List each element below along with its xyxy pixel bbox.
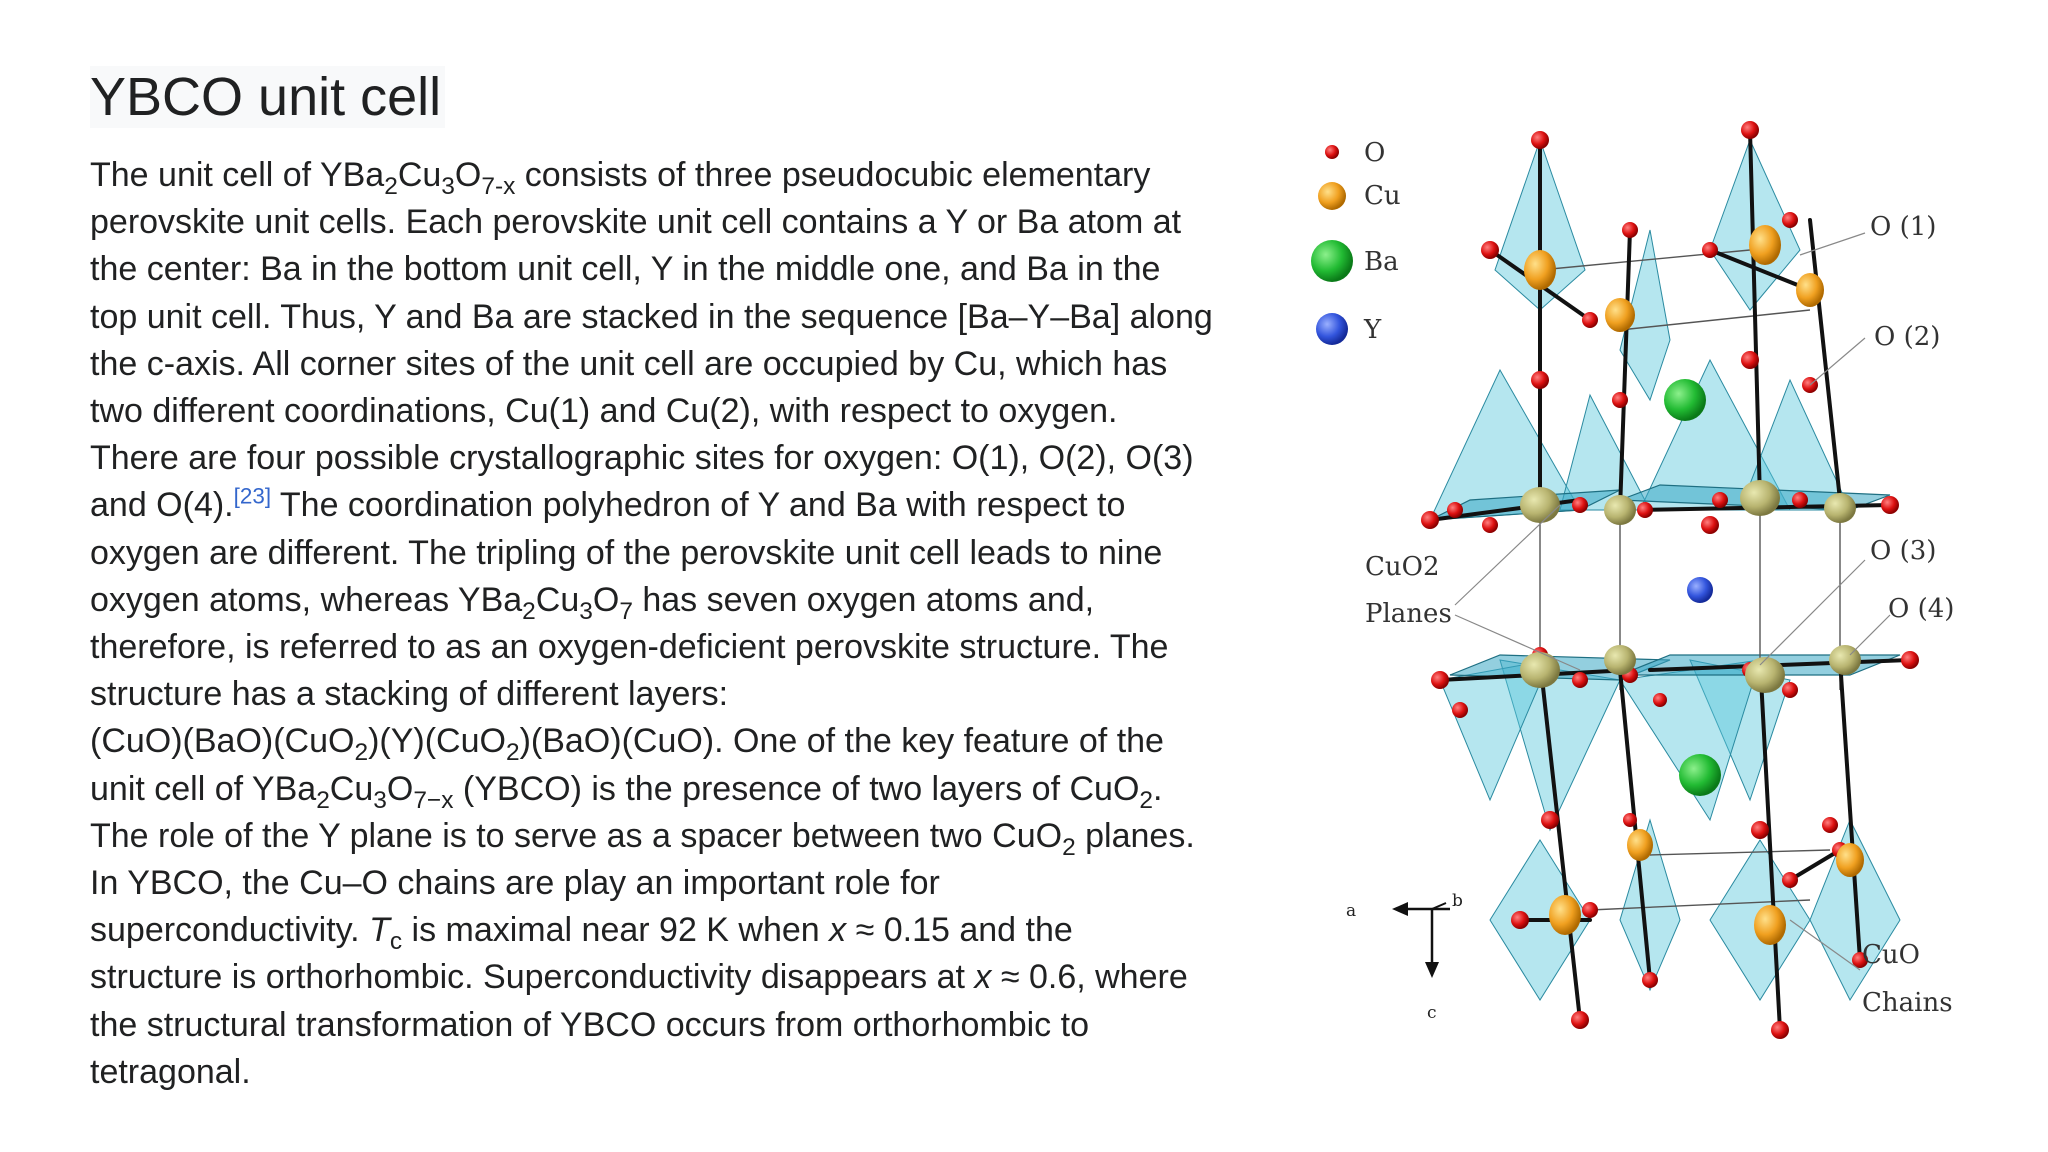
axis-indicator: a b c <box>1346 891 1463 1023</box>
crystal-structure-diagram: O Cu Ba Y <box>1311 121 1954 1039</box>
legend-oxygen-marker <box>1325 145 1339 159</box>
label-cuo2-planes-line1: CuO2 <box>1365 552 1440 582</box>
annotation-leaders <box>1454 232 1891 971</box>
text-line-17: superconductivity. Tc is maximal near 92… <box>90 911 1073 956</box>
text-line-1: The unit cell of YBa2Cu3O7-x consists of… <box>90 156 1151 200</box>
label-cuo-chains-line2: Chains <box>1862 988 1953 1018</box>
text-line-19: the structural transformation of YBCO oc… <box>90 1005 1089 1044</box>
axis-label-b: b <box>1452 891 1463 911</box>
legend-copper-label: Cu <box>1364 181 1401 211</box>
text-line-7: There are four possible crystallographic… <box>90 439 1194 478</box>
label-o2: O (2) <box>1874 322 1940 352</box>
label-o4: O (4) <box>1888 594 1954 624</box>
page-title-wrap: YBCO unit cell <box>90 66 446 128</box>
text-line-18: structure is orthorhombic. Superconducti… <box>90 958 1188 997</box>
coordination-polyhedra <box>1429 138 1901 1002</box>
label-o1: O (1) <box>1870 212 1936 242</box>
legend: O Cu Ba Y <box>1311 138 1401 345</box>
text-line-15: The role of the Y plane is to serve as a… <box>90 816 1195 861</box>
ybco-crystal-structure-figure: O Cu Ba Y <box>1290 100 1990 1090</box>
label-cuo-chains-line1: CuO <box>1862 940 1920 970</box>
text-line-13: (CuO)(BaO)(CuO2)(Y)(CuO2)(BaO)(CuO). One… <box>90 722 1164 767</box>
barium-atom-bottom <box>1679 754 1721 796</box>
plane-copper-atoms <box>1520 480 1861 693</box>
text-line-6: two different coordinations, Cu(1) and C… <box>90 392 1118 431</box>
legend-barium-label: Ba <box>1364 247 1399 277</box>
label-cuo2-planes-line2: Planes <box>1365 599 1452 629</box>
legend-barium-marker <box>1311 240 1353 282</box>
text-line-4: top unit cell. Thus, Y and Ba are stacke… <box>90 297 1213 336</box>
legend-yttrium-marker <box>1316 313 1348 345</box>
text-line-20: tetragonal. <box>90 1052 251 1091</box>
article-paragraph: The unit cell of YBa2Cu3O7-x consists of… <box>90 152 1240 1096</box>
text-line-9: oxygen are different. The tripling of th… <box>90 533 1163 572</box>
chain-copper-atoms <box>1524 225 1864 945</box>
text-line-10: oxygen atoms, whereas YBa2Cu3O7 has seve… <box>90 580 1095 625</box>
text-line-2: perovskite unit cells. Each perovskite u… <box>90 203 1182 242</box>
axis-label-c: c <box>1427 1003 1437 1023</box>
barium-atom-top <box>1664 379 1706 421</box>
legend-yttrium-label: Y <box>1363 315 1382 345</box>
text-line-12: structure has a stacking of different la… <box>90 675 729 714</box>
text-line-14: unit cell of YBa2Cu3O7−x (YBCO) is the p… <box>90 769 1163 814</box>
text-line-3: the center: Ba in the bottom unit cell, … <box>90 250 1161 289</box>
text-line-16: In YBCO, the Cu–O chains are play an imp… <box>90 864 940 903</box>
page-title: YBCO unit cell <box>90 67 442 127</box>
unit-cell-edges <box>1539 249 1841 911</box>
yttrium-atom <box>1687 577 1713 603</box>
text-line-8: and O(4).[23] The coordination polyhedro… <box>90 484 1126 525</box>
citation-link-23[interactable]: [23] <box>233 484 272 510</box>
legend-copper-marker <box>1318 182 1346 210</box>
axis-label-a: a <box>1346 901 1356 921</box>
text-line-5: the c-axis. All corner sites of the unit… <box>90 344 1168 383</box>
label-o3: O (3) <box>1870 536 1936 566</box>
legend-oxygen-label: O <box>1364 138 1385 168</box>
text-line-11: therefore, is referred to as an oxygen-d… <box>90 628 1169 667</box>
